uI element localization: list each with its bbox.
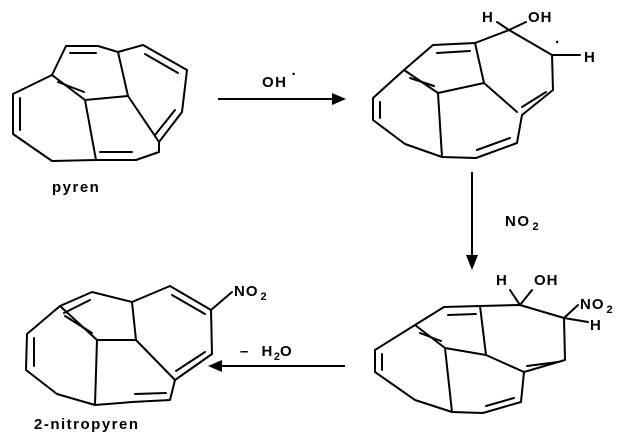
nitropyrene-inner-bond: [131, 301, 137, 341]
nitro-adduct-inner-bond: [444, 347, 453, 413]
radical-adduct-substituent-bond: [496, 21, 510, 31]
nitro-adduct-double-bond: [447, 313, 477, 316]
radical-adduct-double-bond: [476, 137, 511, 151]
arrow-head-icon: [208, 360, 222, 372]
nitro-adduct-outer-ring: [374, 304, 566, 414]
radical-adduct-double-bond: [521, 91, 547, 108]
arrow-head-icon: [466, 255, 478, 270]
radical-dot: ·: [555, 34, 561, 51]
nitropyrene-double-bond: [175, 351, 206, 372]
radical-adduct-inner-bond: [483, 82, 518, 113]
nitropyrene-double-bond: [134, 392, 167, 395]
radical-adduct-double-bond: [436, 50, 471, 54]
molecule-radical-adduct: H OH · H: [372, 9, 596, 159]
pyrene-double-bond: [144, 53, 179, 74]
nitro-adduct-substituent-bond: [563, 317, 589, 323]
radical-adduct-inner-bond: [437, 82, 485, 94]
nitro-adduct-substituent-bond: [563, 304, 579, 319]
nitro-adduct-h-atom-2: H: [590, 317, 602, 334]
nitropyrene-double-bond: [63, 299, 91, 314]
pyrene-inner-bond: [127, 95, 160, 143]
nitropyrene-inner-bond: [59, 305, 98, 341]
nitro-adduct-inner-bond: [485, 354, 525, 373]
nitro-adduct-bonds: [374, 289, 589, 414]
radical-adduct-double-bond: [409, 77, 435, 87]
step-hydroxyl-addition: OH·: [218, 66, 346, 105]
nitro-adduct-substituent-bond: [509, 289, 521, 306]
step-dehydration: – H2O: [208, 343, 345, 372]
pyrene-inner-bond: [117, 51, 129, 97]
radical-adduct-substituent-bond: [508, 21, 527, 31]
radical-adduct-bonds: [372, 21, 581, 159]
nitropyrene-double-bond: [64, 315, 93, 334]
nitro-adduct-double-bond: [485, 397, 515, 407]
pyrene-inner-bond: [84, 99, 97, 161]
radical-adduct-inner-bond: [474, 42, 485, 84]
pyrene-caption: pyren: [52, 179, 100, 196]
nitropyrene-caption: 2-nitropyren: [34, 416, 140, 433]
nitro-adduct-inner-bond: [444, 347, 487, 356]
nitropyrene-inner-bond: [135, 339, 176, 381]
radical-adduct-h-atom-2: H: [584, 49, 596, 66]
nitropyrene-substituent-bond: [210, 291, 233, 311]
nitropyrene-inner-bond: [94, 339, 98, 406]
pyrene-double-bond: [154, 109, 176, 136]
pyrene-inner-bond: [84, 95, 129, 101]
pyrene-bonds: [12, 44, 188, 162]
arrow-head-icon: [332, 93, 346, 105]
pyrene-double-bond: [57, 81, 85, 93]
pyrene-inner-bond: [51, 74, 86, 101]
hydroxyl-reagent-label: OH·: [262, 66, 298, 91]
nitro-adduct-double-bond: [419, 332, 442, 342]
dehydration-reagent-label: – H2O: [240, 343, 293, 363]
radical-adduct-outer-ring: [372, 29, 554, 159]
molecule-pyrene: pyren: [12, 44, 188, 196]
nitropyrene-bonds: [25, 285, 233, 406]
nitropyrene-outer-ring: [25, 285, 213, 406]
nitro-adduct-inner-bond: [479, 305, 487, 356]
nitro-adduct-substituent-bond: [519, 289, 533, 306]
nitro-adduct-oh-group: OH: [534, 272, 559, 289]
radical-adduct-oh-group: OH: [528, 9, 553, 26]
radical-adduct-h-atom: H: [482, 9, 494, 26]
pyrene-outer-ring: [12, 44, 188, 162]
nitropyrene-double-bond: [171, 294, 206, 315]
nitro-adduct-h-atom: H: [496, 272, 508, 289]
nitro-adduct-double-bond: [526, 361, 559, 367]
radical-adduct-inner-bond: [437, 92, 443, 158]
